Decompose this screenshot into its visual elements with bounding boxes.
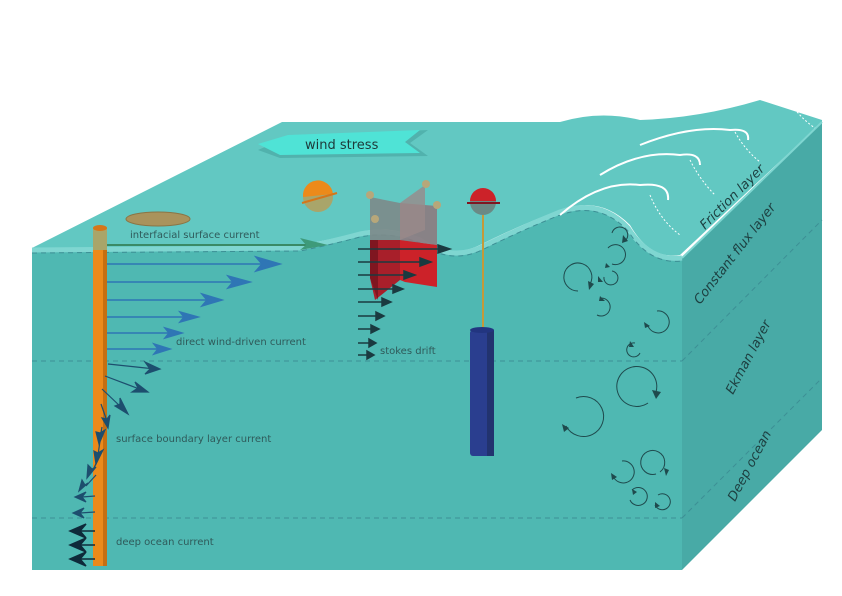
cylinder-buoy-icon <box>467 188 500 456</box>
ocean-front-face <box>32 207 682 570</box>
stokes-drift-arrows <box>358 243 453 361</box>
side-line-2 <box>681 377 823 519</box>
breaking-wave-icon <box>559 97 816 236</box>
wind-stress-label: wind stress <box>305 138 379 153</box>
boundary-current-arrows <box>71 360 162 519</box>
interfacial-current-arrow <box>107 238 328 250</box>
direct-current-label: direct wind-driven current <box>176 337 306 348</box>
deep-current-label: deep ocean current <box>116 537 214 548</box>
surface-disc <box>125 211 191 227</box>
stokes-drift-label: stokes drift <box>380 346 436 357</box>
interfacial-current-label: interfacial surface current <box>130 230 260 241</box>
current-meter-pole <box>93 225 107 566</box>
eddy-icons <box>562 226 671 511</box>
side-line-3 <box>681 121 823 259</box>
boundary-current-label: surface boundary layer current <box>116 434 271 445</box>
drogue-icon <box>366 180 441 300</box>
ocean-side-face <box>682 122 822 570</box>
direct-current-arrows <box>107 255 283 356</box>
deep-current-arrows <box>68 523 95 567</box>
ocean-top-surface <box>32 100 822 256</box>
sphere-float-icon <box>301 180 338 212</box>
surface-dashed-line <box>31 210 683 262</box>
wind-stress-banner: wind stress <box>258 130 428 158</box>
circular-arrow-icon <box>588 281 594 290</box>
side-line-1 <box>681 219 823 362</box>
